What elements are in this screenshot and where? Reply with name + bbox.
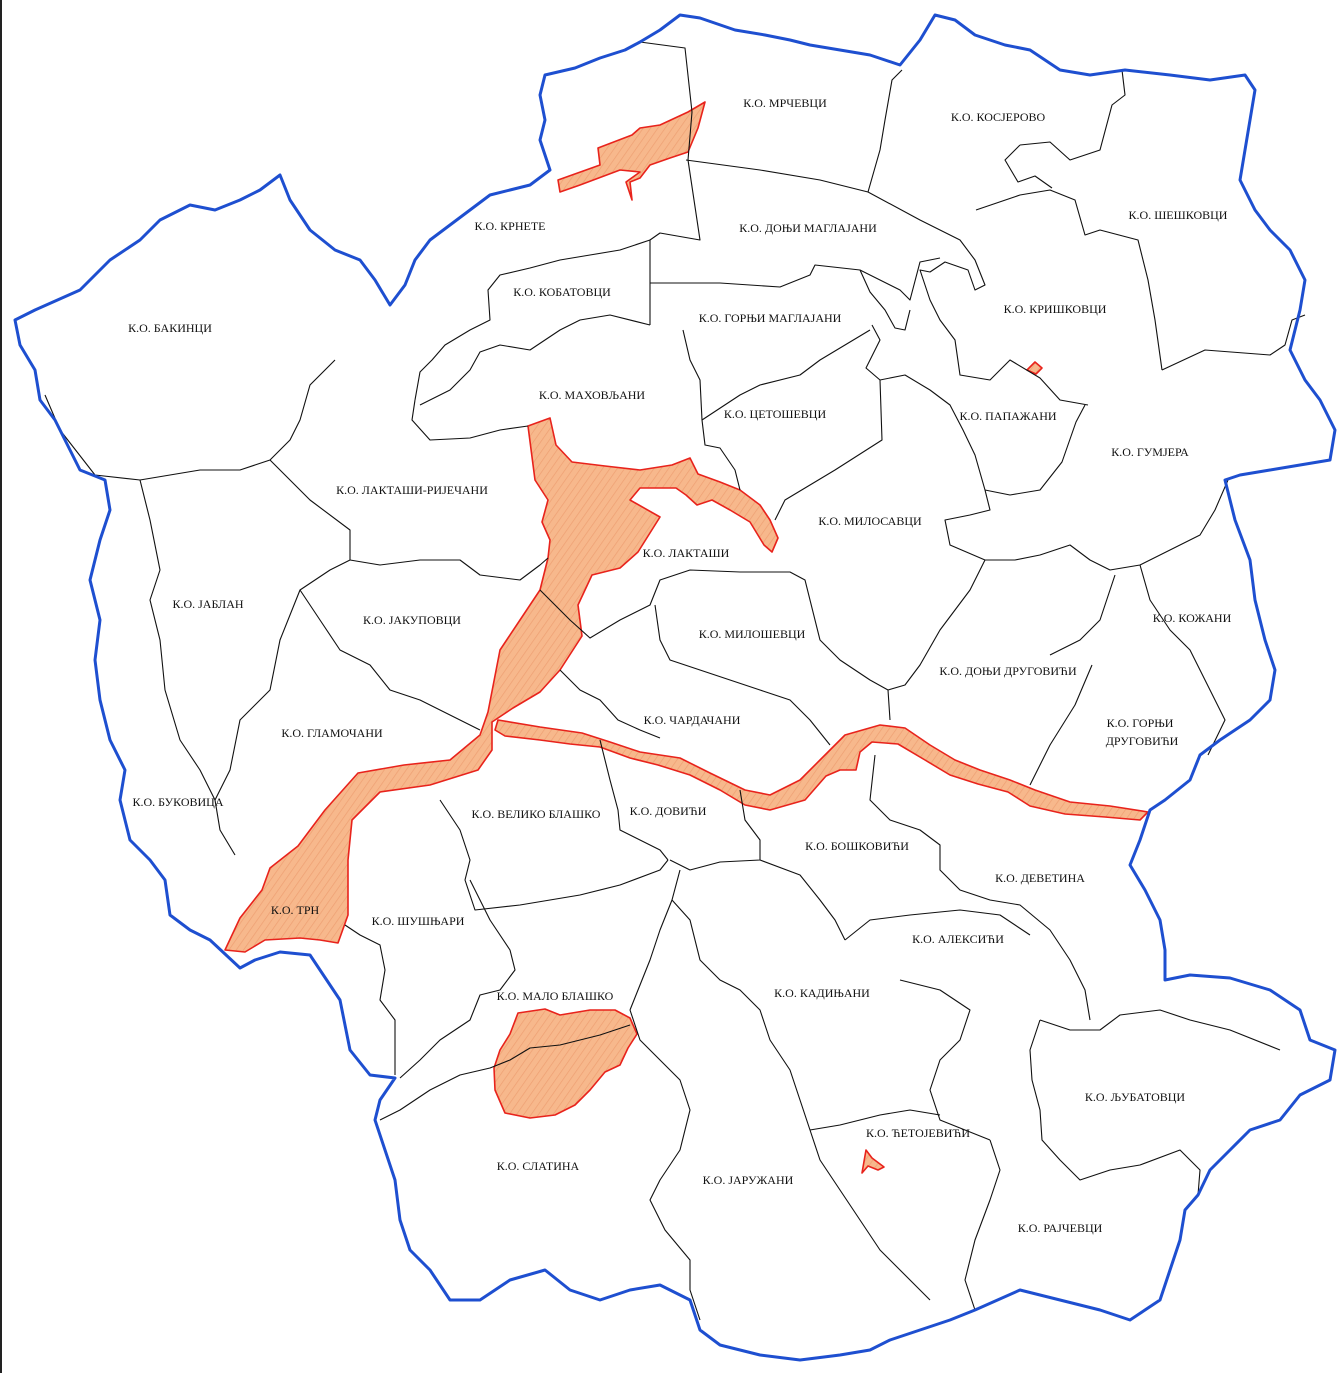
label-mrcevci: К.О. МРЧЕВЦИ	[743, 96, 827, 110]
label-papazani: К.О. ПАПАЖАНИ	[959, 409, 1056, 423]
label-bukovica: К.О. БУКОВИЦА	[132, 795, 223, 809]
label-mahovljani: К.О. МАХОВЉАНИ	[539, 388, 646, 402]
label-gornji-drugovici-line1: К.О. ГОРЊИ	[1107, 716, 1174, 730]
label-devetina: К.О. ДЕВЕТИНА	[995, 871, 1085, 885]
label-veliko-blasko: К.О. ВЕЛИКО БЛАШКО	[472, 807, 601, 821]
label-kriskovci: К.О. КРИШКОВЦИ	[1004, 302, 1107, 316]
label-kobatovci: К.О. КОБАТОВЦИ	[513, 285, 611, 299]
label-jablan: К.О. ЈАБЛАН	[172, 597, 243, 611]
zone-cetojevici[interactable]	[861, 1149, 885, 1174]
label-milosavci: К.О. МИЛОСАВЦИ	[818, 514, 922, 528]
area-labels: К.О. МРЧЕВЦИ К.О. КОСЈЕРОВО К.О. КРНЕТЕ …	[128, 96, 1231, 1235]
label-aleksici: К.О. АЛЕКСИЋИ	[912, 932, 1004, 946]
label-kosjerovo: К.О. КОСЈЕРОВО	[951, 110, 1046, 124]
cadastral-boundaries	[44, 41, 1306, 1321]
label-susnjari: К.О. ШУШЊАРИ	[372, 914, 465, 928]
label-ljubatovci: К.О. ЉУБАТОВЦИ	[1085, 1090, 1185, 1104]
label-donji-maglajani: К.О. ДОЊИ МАГЛАЈАНИ	[739, 221, 877, 235]
label-seskovci: К.О. ШЕШКОВЦИ	[1129, 208, 1228, 222]
label-laktasi-rijecani: К.О. ЛАКТАШИ-РИЈЕЧАНИ	[336, 483, 488, 497]
label-slatina: К.О. СЛАТИНА	[497, 1159, 580, 1173]
label-dovici: К.О. ДОВИЋИ	[630, 804, 707, 818]
label-krnete: К.О. КРНЕТЕ	[474, 219, 545, 233]
label-milosevci: К.О. МИЛОШЕВЦИ	[699, 627, 806, 641]
zone-papazani[interactable]	[1026, 361, 1043, 375]
label-bakinci: К.О. БАКИНЦИ	[128, 321, 212, 335]
label-boskovici: К.О. БОШКОВИЋИ	[805, 839, 909, 853]
label-gornji-drugovici-line2: ДРУГОВИЋИ	[1106, 734, 1179, 748]
highlighted-zones	[224, 101, 1149, 1174]
label-donji-drugovici: К.О. ДОЊИ ДРУГОВИЋИ	[939, 664, 1077, 678]
label-cardacani: К.О. ЧАРДАЧАНИ	[644, 713, 741, 727]
map-frame-edge	[0, 0, 2, 1373]
label-cetosevci: К.О. ЦЕТОШЕВЦИ	[724, 407, 827, 421]
label-malo-blasko: К.О. МАЛО БЛАШКО	[497, 989, 614, 1003]
zone-krnete[interactable]	[557, 101, 706, 201]
zone-laktasi-river[interactable]	[224, 417, 779, 953]
label-jaruzani: К.О. ЈАРУЖАНИ	[703, 1173, 794, 1187]
zone-sava-strip[interactable]	[494, 719, 1149, 821]
label-laktasi: К.О. ЛАКТАШИ	[643, 546, 730, 560]
label-kadinjani: К.О. КАДИЊАНИ	[774, 986, 870, 1000]
label-cetojevici: К.О. ЋЕТОЈЕВИЋИ	[866, 1126, 970, 1140]
label-gornji-maglajani: К.О. ГОРЊИ МАГЛАЈАНИ	[699, 311, 842, 325]
label-glamocani: К.О. ГЛАМОЧАНИ	[281, 726, 383, 740]
label-trn: К.О. ТРН	[271, 903, 320, 917]
label-gumjera: К.О. ГУМЈЕРА	[1111, 445, 1189, 459]
municipality-boundary	[13, 13, 1337, 1362]
label-rajcevci: К.О. РАЈЧЕВЦИ	[1018, 1221, 1103, 1235]
label-kozani: К.О. КОЖАНИ	[1153, 611, 1232, 625]
zone-malo-blasko[interactable]	[493, 1008, 638, 1119]
label-jakupovci: К.О. ЈАКУПОВЦИ	[363, 613, 461, 627]
